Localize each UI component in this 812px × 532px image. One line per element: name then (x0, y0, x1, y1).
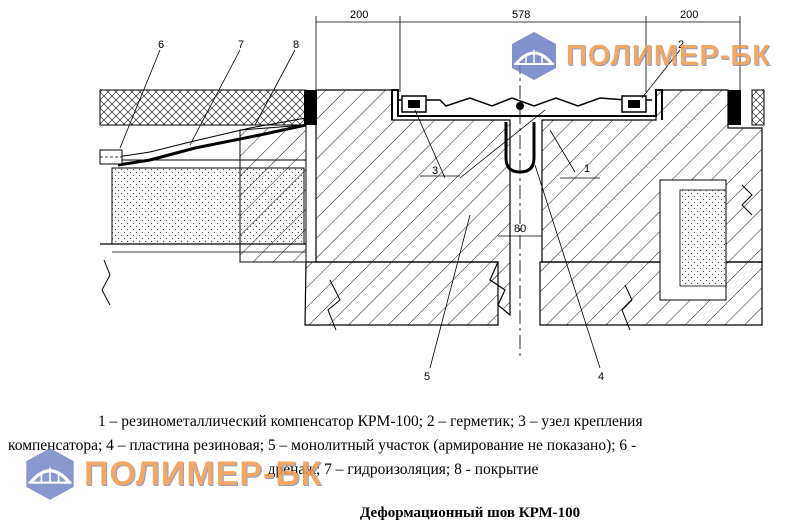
dim-left-plate: 200 (350, 9, 368, 21)
drain-element (99, 149, 123, 165)
dimension-lines (315, 16, 741, 237)
callout-4: 4 (598, 371, 604, 383)
callout-5: 5 (424, 371, 430, 383)
brand-name-top: ПОЛИМЕР-БК (566, 39, 771, 72)
legend-line-3: дренаж; 7 – гидроизоляция; 8 - покрытие (267, 461, 539, 478)
brand-name-bottom: ПОЛИМЕР-БК (84, 454, 323, 493)
expansion-joint-drawing: 200 578 200 80 6 7 8 2 3 1 4 5 (99, 9, 765, 383)
waterproofing-layer (109, 117, 307, 167)
callout-1: 1 (584, 163, 590, 175)
figure-caption: Деформационный шов КРМ-100 (360, 505, 581, 521)
dim-slot-width: 80 (514, 223, 526, 235)
dim-right-plate: 200 (680, 9, 698, 21)
callout-3: 3 (432, 165, 438, 177)
monolithic-section-right (539, 89, 763, 326)
callout-6: 6 (158, 39, 164, 51)
break-lines (101, 184, 753, 331)
sealant-blocks (304, 90, 741, 125)
callout-2: 2 (678, 39, 684, 51)
brand-logo-bottom: ПОЛИМЕР-БК (22, 446, 323, 502)
legend-line-1: 1 – резинометаллический компенсатор КРМ-… (98, 413, 643, 430)
compensator-krm-100 (391, 89, 663, 174)
bridge-logo-icon (512, 32, 556, 80)
bridge-slab-left (100, 159, 306, 253)
brand-logo-top: ПОЛИМЕР-БК (508, 30, 771, 82)
legend: 1 – резинометаллический компенсатор КРМ-… (8, 410, 798, 482)
dim-gap-span: 578 (512, 9, 530, 21)
leader-lines (119, 49, 681, 369)
callout-7: 7 (238, 39, 244, 51)
bridge-logo-icon (26, 448, 74, 500)
pavement-layer-left (99, 89, 307, 126)
legend-line-2: компенсатора; 4 – пластина резиновая; 5 … (8, 437, 637, 454)
pavement-layer-right (751, 89, 765, 126)
callout-8: 8 (293, 39, 299, 51)
